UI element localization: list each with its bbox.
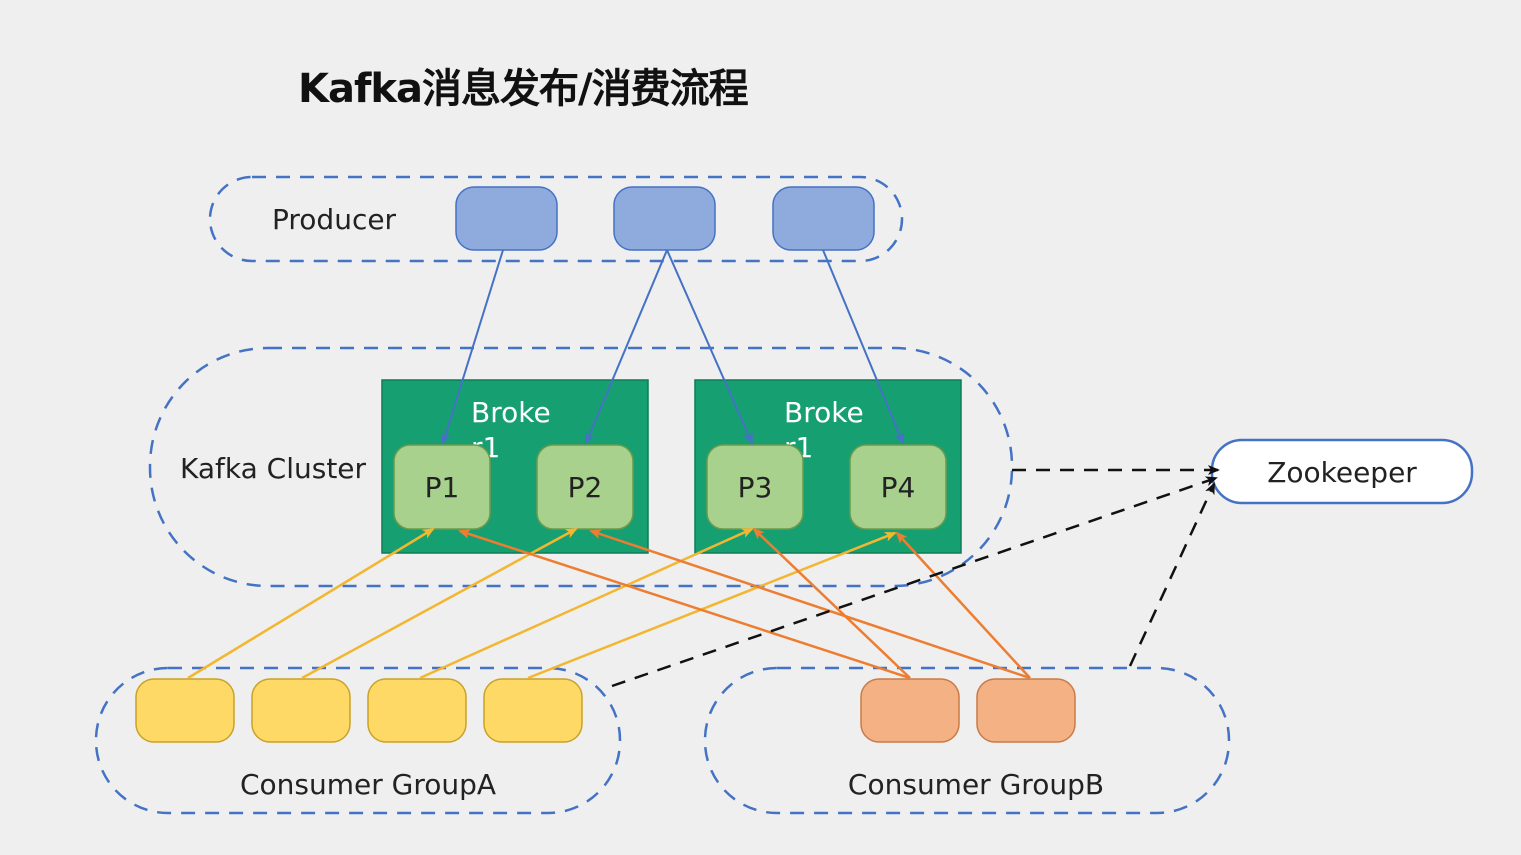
consumer-group-b-boundary	[703, 666, 1231, 815]
kafka-cluster-label: Kafka Cluster	[180, 452, 367, 485]
partition-p3-label: P3	[738, 471, 773, 504]
producer-node-3	[772, 186, 875, 251]
arrow-consumer-b2-to-p2	[589, 529, 1031, 680]
producer-node-1	[455, 186, 558, 251]
producer-node-2	[613, 186, 716, 251]
page-title: Kafka消息发布/消费流程	[298, 66, 749, 112]
broker-1-label-line1: Broke	[471, 396, 551, 429]
consumer-group-a-boundary	[94, 666, 622, 815]
partition-p1	[393, 444, 491, 530]
partition-p4-label: P4	[881, 471, 916, 504]
producer-group-boundary	[208, 175, 904, 263]
consumer-b-1	[860, 678, 960, 743]
arrow-group-a-to-zookeeper	[611, 476, 1218, 688]
consumer-group-a-label: Consumer GroupA	[240, 768, 496, 801]
arrow-producer3-to-p4	[822, 249, 904, 445]
partition-p2-label: P2	[568, 471, 603, 504]
arrow-producer2-to-p2	[585, 249, 668, 445]
producer-label: Producer	[272, 203, 397, 236]
arrow-consumer-a3-to-p3	[419, 527, 754, 680]
consumer-b-2	[976, 678, 1076, 743]
arrow-producer2-to-p3	[666, 249, 753, 445]
partition-p2	[536, 444, 634, 530]
arrow-producer1-to-p1	[441, 249, 504, 445]
kafka-cluster-boundary	[148, 346, 1014, 588]
consumer-group-b-label: Consumer GroupB	[848, 768, 1104, 801]
consumer-a-4	[483, 678, 583, 743]
broker-2-label-line1: Broke	[784, 396, 864, 429]
consumer-a-2	[251, 678, 351, 743]
arrow-consumer-b2-to-p4	[895, 531, 1031, 679]
partition-p4	[849, 444, 947, 530]
arrow-consumer-a4-to-p4	[527, 531, 897, 680]
consumer-a-3	[367, 678, 467, 743]
zookeeper-label: Zookeeper	[1267, 456, 1417, 489]
arrow-group-b-to-zookeeper	[1128, 482, 1216, 667]
arrow-consumer-a1-to-p1	[187, 527, 435, 680]
consumer-a-1	[135, 678, 235, 743]
arrow-consumer-b1-to-p1	[458, 529, 911, 680]
arrow-consumer-b1-to-p3	[752, 527, 911, 679]
partition-p1-label: P1	[425, 471, 460, 504]
